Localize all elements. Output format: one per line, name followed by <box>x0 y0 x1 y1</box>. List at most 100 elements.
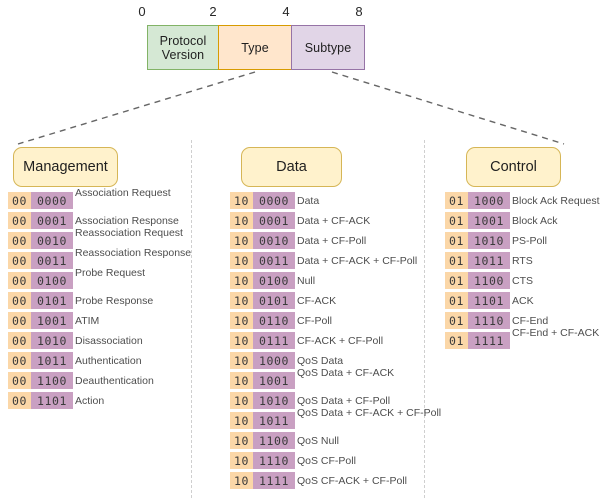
subtype-bits-cell: 1001 <box>468 212 510 229</box>
subtype-label: CF-End <box>512 315 549 327</box>
subtype-label: Block Ack Request <box>512 195 600 207</box>
subtype-bits-cell: 1100 <box>253 432 295 449</box>
subtype-bits-cell: 0000 <box>253 192 295 209</box>
subtype-bits-cell: 1011 <box>253 412 295 429</box>
subtype-bits-cell: 1001 <box>253 372 295 389</box>
subtype-label: Reassociation Request <box>75 227 183 239</box>
type-bits-cell: 10 <box>230 352 253 369</box>
type-bits-cell: 01 <box>445 252 468 269</box>
field-box-subtype[interactable]: Subtype <box>291 25 365 70</box>
subtype-label: ACK <box>512 295 534 307</box>
connector-left <box>17 71 256 145</box>
type-bits-cell: 00 <box>8 252 31 269</box>
subtype-bits-cell: 0100 <box>31 272 73 289</box>
subtype-label: Deauthentication <box>75 375 154 387</box>
subtype-label: Reassociation Response <box>75 247 192 259</box>
subtype-label: Association Request <box>75 187 171 199</box>
type-bits-cell: 01 <box>445 212 468 229</box>
subtype-bits-cell: 1010 <box>253 392 295 409</box>
subtype-bits-cell: 0010 <box>31 232 73 249</box>
type-bits-cell: 01 <box>445 312 468 329</box>
subtype-bits-cell: 0001 <box>31 212 73 229</box>
subtype-bits-cell: 1010 <box>31 332 73 349</box>
type-bits-cell: 10 <box>230 432 253 449</box>
type-bits-cell: 01 <box>445 292 468 309</box>
subtype-label: QoS CF-ACK + CF-Poll <box>297 475 407 487</box>
subtype-label: Null <box>297 275 316 287</box>
type-bits-cell: 10 <box>230 412 253 429</box>
subtype-label: Action <box>75 395 105 407</box>
type-bits-cell: 10 <box>230 272 253 289</box>
subtype-bits-cell: 1000 <box>253 352 295 369</box>
subtype-bits-cell: 1110 <box>468 312 510 329</box>
ruler-tick-2: 2 <box>209 4 217 19</box>
subtype-label: Probe Response <box>75 295 154 307</box>
subtype-label: PS-Poll <box>512 235 548 247</box>
type-bits-cell: 01 <box>445 192 468 209</box>
type-bits-cell: 10 <box>230 332 253 349</box>
subtype-bits-cell: 0110 <box>253 312 295 329</box>
category-pill-control[interactable]: Control <box>466 147 561 187</box>
type-bits-cell: 00 <box>8 392 31 409</box>
ruler-tick-0: 0 <box>138 4 146 19</box>
type-bits-cell: 00 <box>8 272 31 289</box>
subtype-label: CF-ACK + CF-Poll <box>297 335 384 347</box>
type-bits-cell: 10 <box>230 392 253 409</box>
subtype-label: Association Response <box>75 215 179 227</box>
type-bits-cell: 00 <box>8 372 31 389</box>
subtype-bits-cell: 1111 <box>253 472 295 489</box>
subtype-bits-cell: 1101 <box>31 392 73 409</box>
subtype-label: RTS <box>512 255 533 267</box>
subtype-bits-cell: 0011 <box>253 252 295 269</box>
connector-right <box>331 71 565 145</box>
subtype-bits-cell: 1110 <box>253 452 295 469</box>
subtype-label: Authentication <box>75 355 142 367</box>
subtype-bits-cell: 1111 <box>468 332 510 349</box>
field-box-protocol-version[interactable]: Protocol Version <box>147 25 219 70</box>
field-box-type[interactable]: Type <box>218 25 292 70</box>
category-pill-management[interactable]: Management <box>13 147 118 187</box>
type-bits-cell: 10 <box>230 312 253 329</box>
type-bits-cell: 10 <box>230 452 253 469</box>
subtype-bits-cell: 1011 <box>468 252 510 269</box>
subtype-label: CF-Poll <box>297 315 333 327</box>
subtype-label: QoS Data + CF-ACK + CF-Poll <box>297 407 442 419</box>
subtype-bits-cell: 0101 <box>31 292 73 309</box>
subtype-label: Data <box>297 195 320 207</box>
category-pill-data[interactable]: Data <box>241 147 342 187</box>
